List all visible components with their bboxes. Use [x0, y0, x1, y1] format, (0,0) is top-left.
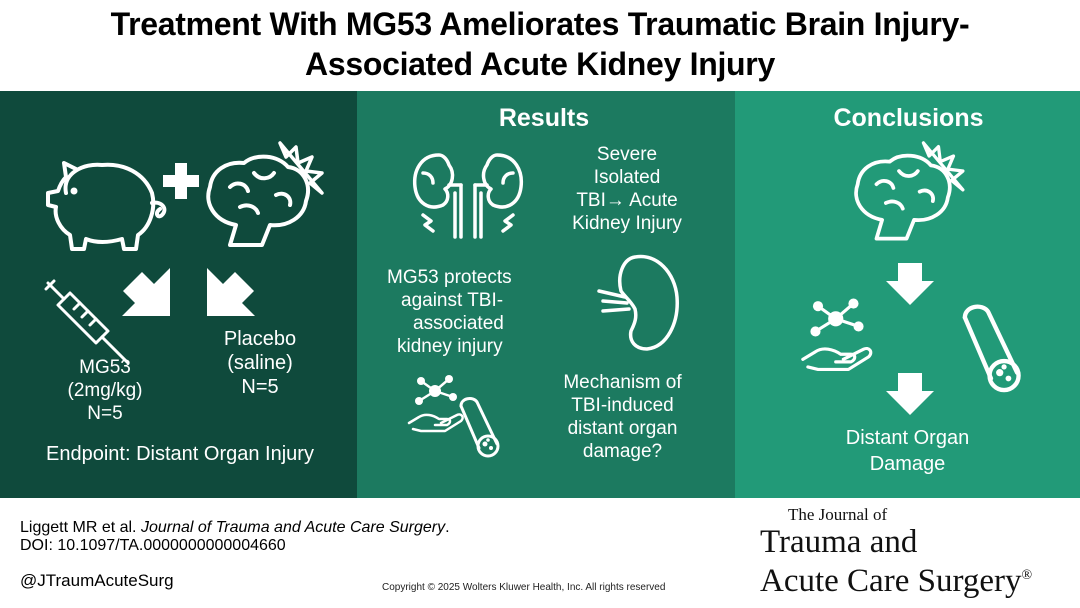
conclusions-panel: Conclusions — [735, 91, 1080, 498]
endpoint-text: Endpoint: Distant Organ Injury — [46, 443, 314, 465]
finding-2-line-2: against TBI- — [401, 290, 504, 311]
question-line-2: TBI-induced — [571, 395, 674, 416]
arrow-icon — [207, 268, 255, 316]
kidneys-icon — [412, 153, 524, 239]
question-line-1: Mechanism of — [563, 372, 682, 393]
title-line-2: Associated Acute Kidney Injury — [305, 46, 775, 82]
finding-1-line-2: Isolated — [593, 167, 661, 188]
molecule-hand-icon — [407, 375, 464, 433]
social-handle: @JTraumAcuteSurg — [20, 571, 174, 590]
methods-panel: MG53 (2mg/kg) N=5 Placebo (saline) N=5 E… — [0, 91, 357, 498]
mechanism-question: Mechanism of TBI-induced distant organ d… — [535, 371, 710, 463]
placebo-label: Placebo — [223, 328, 297, 350]
arrow-down-icon — [886, 373, 934, 415]
finding-2-line-3: associated — [413, 313, 504, 334]
question-line-3: distant organ — [567, 418, 678, 439]
question-line-4: damage? — [582, 441, 663, 462]
blood-vessel-icon — [459, 397, 500, 458]
registered-mark: ® — [1021, 568, 1033, 583]
finding-mg53-protects: MG53 protects against TBI- associated ki… — [387, 266, 557, 358]
infographic-title: Treatment With MG53 Ameliorates Traumati… — [0, 4, 1080, 88]
arrow-down-icon — [886, 263, 934, 305]
journal-logo-line-2: Trauma and — [760, 524, 918, 560]
conclusion-line-1: Distant Organ — [845, 427, 970, 449]
citation-end: . — [445, 519, 450, 536]
placebo-agent: (saline) — [227, 352, 293, 374]
syringe-icon — [44, 279, 130, 365]
finding-1-line-4: Kidney Injury — [572, 213, 682, 234]
journal-logo-line-3-text: Acute Care Surgery — [760, 563, 1022, 599]
citation-journal: Journal of Trauma and Acute Care Surgery — [140, 519, 446, 536]
results-heading: Results — [498, 104, 590, 132]
journal-logo-line-1: The Journal of — [788, 505, 888, 524]
pig-icon — [46, 161, 167, 251]
mg53-group-label: MG53 (2mg/kg) N=5 — [60, 356, 150, 425]
finding-2-line-4: kidney injury — [397, 336, 503, 357]
doi: DOI: 10.1097/TA.0000000000004660 — [20, 537, 286, 554]
mg53-dose: (2mg/kg) — [67, 380, 143, 401]
finding-severe-tbi: Severe Isolated TBI→ Acute Kidney Injury — [552, 143, 702, 235]
kidney-icon — [597, 254, 679, 351]
finding-2-line-1: MG53 protects — [387, 267, 512, 288]
copyright-text: Copyright © 2025 Wolters Kluwer Health, … — [382, 582, 666, 593]
molecule-hand-icon — [801, 298, 873, 372]
mg53-label: MG53 — [79, 357, 131, 378]
journal-logo: The Journal of Trauma and Acute Care Sur… — [760, 505, 1032, 598]
plus-icon — [163, 163, 199, 199]
finding-1-line-1: Severe — [596, 144, 658, 165]
conclusion-line-2: Damage — [869, 453, 946, 475]
blood-vessel-icon — [962, 304, 1021, 393]
citation-authors: Liggett MR et al. — [20, 519, 141, 536]
citation: Liggett MR et al. Journal of Trauma and … — [20, 519, 450, 555]
conclusion-text: Distant Organ Damage — [815, 425, 1000, 477]
title-line-1: Treatment With MG53 Ameliorates Traumati… — [110, 6, 970, 42]
brain-injury-icon — [854, 141, 965, 241]
finding-1-line-3: TBI→ Acute — [576, 190, 678, 211]
journal-logo-line-3: Acute Care Surgery® — [760, 559, 1032, 598]
brain-injury-icon — [206, 141, 324, 247]
arrow-icon — [122, 268, 170, 316]
results-panel: Results Severe Isolated TBI→ Acute Kidne… — [357, 91, 735, 498]
citation-line: Liggett MR et al. Journal of Trauma and … — [20, 519, 450, 537]
mg53-n: N=5 — [87, 403, 123, 424]
conclusions-heading: Conclusions — [833, 104, 984, 132]
placebo-n: N=5 — [241, 376, 279, 398]
placebo-group-label: Placebo (saline) N=5 — [210, 327, 310, 399]
